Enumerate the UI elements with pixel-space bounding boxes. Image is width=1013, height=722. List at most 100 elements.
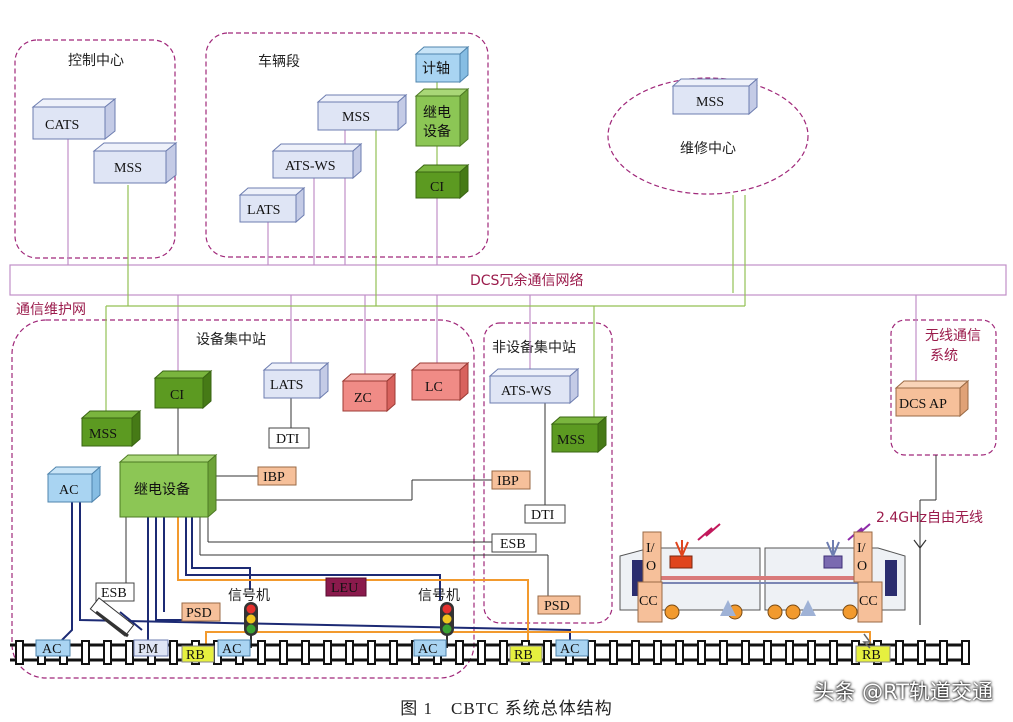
signal-light-1[interactable] [244,602,258,648]
maintenance-mss-box[interactable]: MSS [671,77,759,116]
station-dti-box[interactable]: DTI [268,427,310,449]
cats-box[interactable]: CATS [31,97,117,141]
zc-box[interactable]: ZC [341,372,397,413]
maintenance-center-label: 维修中心 [680,141,736,157]
station-esb-box[interactable]: ESB [95,582,135,602]
sleeper [609,640,618,665]
svg-text:MSS: MSS [342,110,370,125]
svg-text:DCS AP: DCS AP [899,397,947,412]
sleeper [961,640,970,665]
lc-box[interactable]: LC [410,361,470,402]
svg-text:LATS: LATS [247,203,280,218]
switch-machine-icon [89,597,135,638]
svg-text:CATS: CATS [45,118,79,133]
sleeper [301,640,310,665]
wireless-system-label-1: 无线通信 [925,328,981,344]
station-ac-box[interactable]: AC [46,465,102,504]
station-mss-box[interactable]: MSS [80,409,142,448]
sleeper [719,640,728,665]
svg-text:PM: PM [138,642,159,657]
leu-box[interactable]: LEU [325,577,367,597]
svg-text:ATS-WS: ATS-WS [285,159,336,174]
track-ac-3[interactable]: AC [413,639,447,657]
non-equip-station-region [483,322,613,624]
svg-text:RB: RB [186,648,205,663]
track-ac-1[interactable]: AC [35,639,71,657]
svg-text:PSD: PSD [544,599,570,614]
equip-station-region [11,319,475,679]
svg-text:MSS: MSS [557,433,585,448]
sleeper [807,640,816,665]
sleeper [675,640,684,665]
non-equip-dti-box[interactable]: DTI [524,504,566,524]
station-ibp-box[interactable]: IBP [257,466,297,486]
train-cc-left[interactable]: CC [637,581,663,623]
track-rb-2[interactable]: RB [509,645,543,663]
train-io-right[interactable]: I/ O [853,531,873,583]
sleeper [389,640,398,665]
train-cc-right[interactable]: CC [857,581,883,623]
sleeper [939,640,948,665]
train-io-left[interactable]: I/ O [642,531,662,583]
svg-text:I/: I/ [857,541,866,556]
svg-text:ZC: ZC [354,391,372,406]
svg-text:计轴: 计轴 [422,61,450,77]
non-equip-mss-box[interactable]: MSS [550,415,608,454]
antenna-icon [913,539,927,625]
svg-text:MSS: MSS [114,161,142,176]
svg-text:RB: RB [514,648,533,663]
svg-text:LEU: LEU [331,581,358,596]
maint-network-label: 通信维护网 [16,302,86,318]
control-center-region [14,39,176,259]
sleeper [631,640,640,665]
svg-text:LC: LC [425,380,443,395]
sleeper [917,640,926,665]
sleeper [543,640,552,665]
svg-text:AC: AC [42,642,61,657]
svg-text:IBP: IBP [263,470,285,485]
svg-text:ESB: ESB [101,586,127,601]
station-psd-box[interactable]: PSD [181,602,221,622]
depot-mss-box[interactable]: MSS [316,93,408,132]
control-center-mss-box[interactable]: MSS [92,141,178,185]
sleeper [279,640,288,665]
station-relay-box[interactable]: 继电设备 [118,453,218,519]
track-ac-4[interactable]: AC [555,639,589,657]
non-equip-ats-ws-box[interactable]: ATS-WS [488,367,580,405]
track-pm[interactable]: PM [133,639,169,657]
svg-text:CC: CC [859,594,878,609]
track-ac-2[interactable]: AC [217,639,251,657]
depot-region [205,32,489,258]
sleeper [741,640,750,665]
depot-ats-ws-box[interactable]: ATS-WS [271,142,363,180]
svg-text:AC: AC [560,642,579,657]
balise-spark-icon [862,633,872,649]
axle-counter-box[interactable]: 计轴 [414,45,470,84]
sleeper [499,640,508,665]
depot-relay-box[interactable]: 继电 设备 [414,87,470,148]
depot-label: 车辆段 [258,53,300,70]
sleeper [125,640,134,665]
non-equip-esb-box[interactable]: ESB [491,533,537,553]
depot-lats-box[interactable]: LATS [238,186,306,224]
sleeper [81,640,90,665]
station-ci-box[interactable]: CI [153,369,213,410]
track-rb-1[interactable]: RB [181,645,215,663]
svg-text:设备: 设备 [423,123,451,140]
depot-ci-box[interactable]: CI [414,163,470,200]
svg-text:CI: CI [430,180,444,195]
track-rb-3[interactable]: RB [855,645,891,663]
maintenance-center-region [607,77,809,195]
non-equip-ibp-box[interactable]: IBP [491,470,531,490]
watermark: 头条 @RT轨道交通 [813,680,993,704]
non-equip-psd-box[interactable]: PSD [537,595,581,615]
station-lats-box[interactable]: LATS [262,361,330,400]
svg-text:O: O [857,559,867,574]
sleeper [697,640,706,665]
sleeper [477,640,486,665]
signal-light-2[interactable] [440,602,454,648]
dcs-ap-box[interactable]: DCS AP [894,379,970,418]
equip-station-label: 设备集中站 [196,331,266,348]
sleeper [763,640,772,665]
